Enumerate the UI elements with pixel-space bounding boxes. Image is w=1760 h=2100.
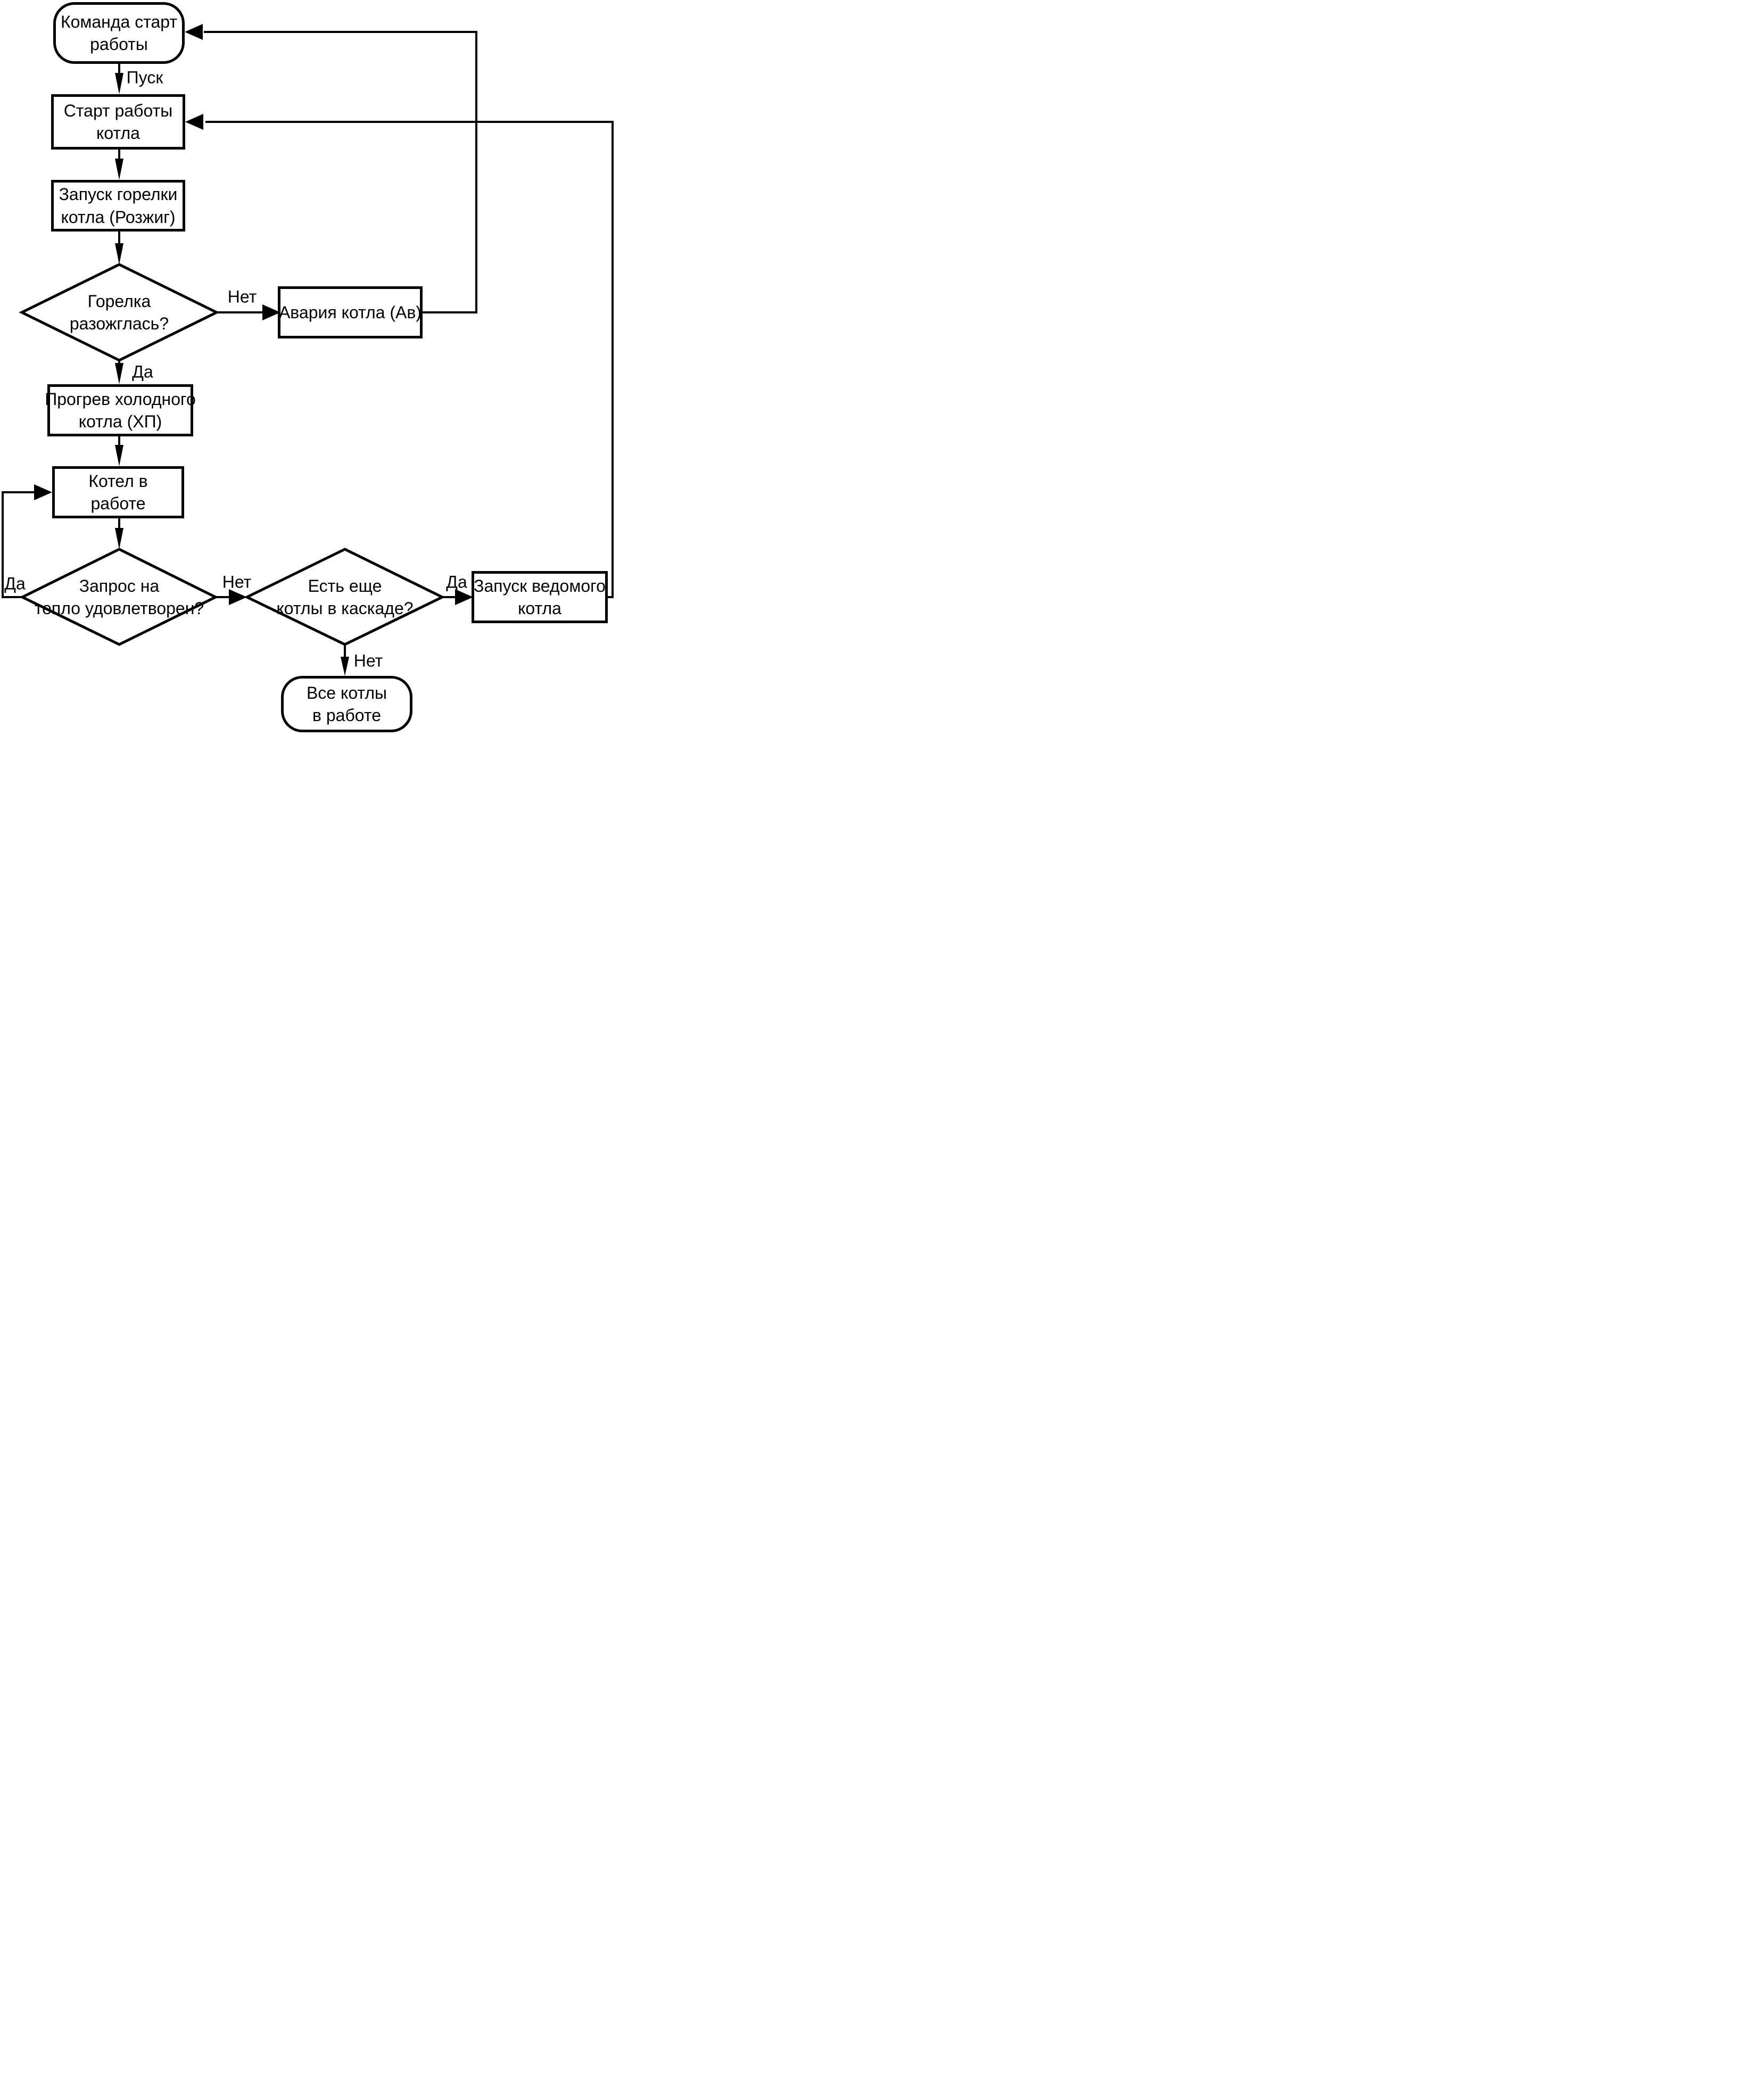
- decision-heat-satisfied-shape: [19, 548, 219, 646]
- edge-label-burner-yes: Да: [132, 362, 153, 382]
- arrowhead-left-boilerstart: [185, 114, 203, 130]
- node-all-running: Все котлы в работе: [281, 676, 412, 732]
- edge-failure-feedback-to-startcommand: [204, 31, 477, 313]
- edge-heat-yes-loop-to-running: [2, 491, 35, 598]
- edge-label-cascade-no: Нет: [353, 651, 383, 671]
- arrowhead-right-failure: [262, 304, 280, 320]
- arrowhead-left-startcommand: [185, 24, 203, 40]
- node-boiler-start: Старт работы котла: [51, 94, 185, 150]
- flowchart-boiler-cascade: Команда старт работы Старт работы котла …: [0, 0, 616, 735]
- edge-label-heat-no: Нет: [222, 572, 252, 592]
- arrowhead-down-burnerlit: [115, 243, 123, 264]
- node-more-boilers-label: Есть еще котлы в каскаде?: [276, 576, 414, 618]
- edge-label-pusk: Пуск: [126, 68, 163, 87]
- arrowhead-down-running: [115, 445, 123, 466]
- edge-slavestart-feedback-to-boilerstart: [205, 121, 614, 598]
- arrowhead-right-moreboilers: [229, 589, 247, 605]
- arrowhead-right-running-loop: [34, 484, 52, 500]
- node-heat-satisfied-label: Запрос на тепло удовлетворен?: [34, 576, 204, 618]
- arrowhead-down-warmup: [115, 363, 123, 384]
- edge-label-cascade-yes: Да: [446, 572, 467, 592]
- arrowhead-down-allrunning: [341, 657, 349, 676]
- node-boiler-running: Котел в работе: [52, 466, 184, 518]
- node-start-command: Команда старт работы: [53, 2, 185, 64]
- edge-label-burner-no: Нет: [227, 287, 257, 307]
- arrowhead-right-slavestart: [455, 589, 473, 605]
- node-slave-start: Запуск ведомого котла: [472, 571, 608, 623]
- arrowhead-down-ignition: [115, 159, 123, 180]
- edge-label-heat-yes: Да: [4, 574, 26, 593]
- node-burner-ignition: Запуск горелки котла (Розжиг): [51, 180, 185, 232]
- arrowhead-down-boilerstart: [115, 73, 123, 94]
- arrowhead-down-heatsatisfied: [115, 528, 123, 549]
- node-cold-warmup: Прогрев холодного котла (ХП): [45, 384, 196, 436]
- node-burner-lit-label: Горелка разожглась?: [69, 291, 169, 333]
- flowchart-connectors: [2, 24, 614, 676]
- node-boiler-failure: Авария котла (Ав): [278, 286, 423, 338]
